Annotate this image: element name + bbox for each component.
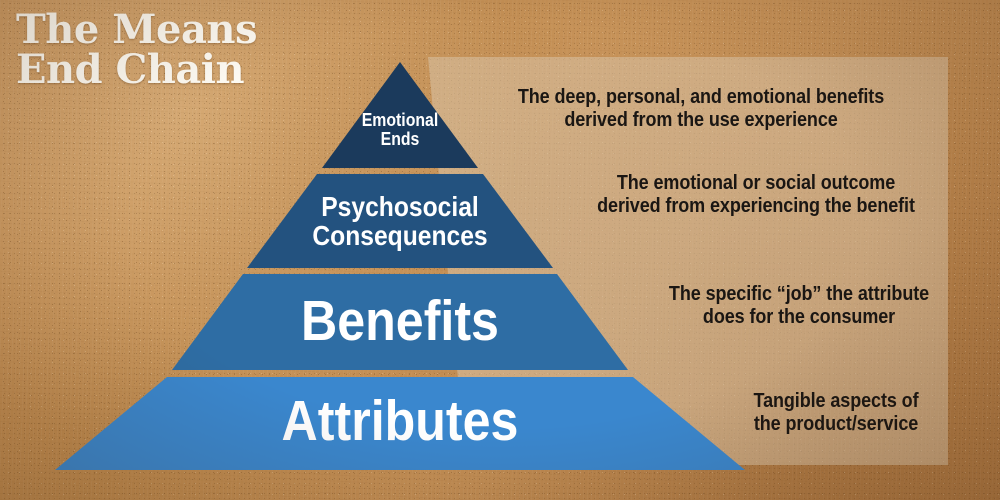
band-label-psychosocial-consequences: Psychosocial Consequences (312, 191, 488, 252)
pyramid-band-benefits (172, 274, 628, 370)
description-psychosocial-consequences: The emotional or social outcome derived … (597, 172, 915, 218)
band-label-attributes: Attributes (281, 389, 519, 453)
pyramid-band-attributes (55, 377, 745, 470)
band-label-emotional-ends: Emotional Ends (361, 110, 439, 149)
description-emotional-ends: The deep, personal, and emotional benefi… (517, 86, 885, 132)
band-label-benefits: Benefits (301, 289, 499, 353)
page-title: The Means End Chain (16, 6, 257, 93)
description-benefits: The specific “job” the attribute does fo… (668, 283, 930, 329)
pyramid-band-emotional-ends (322, 62, 478, 168)
pyramid-band-psychosocial-consequences (247, 174, 553, 268)
description-attributes: Tangible aspects of the product/service (753, 390, 919, 436)
